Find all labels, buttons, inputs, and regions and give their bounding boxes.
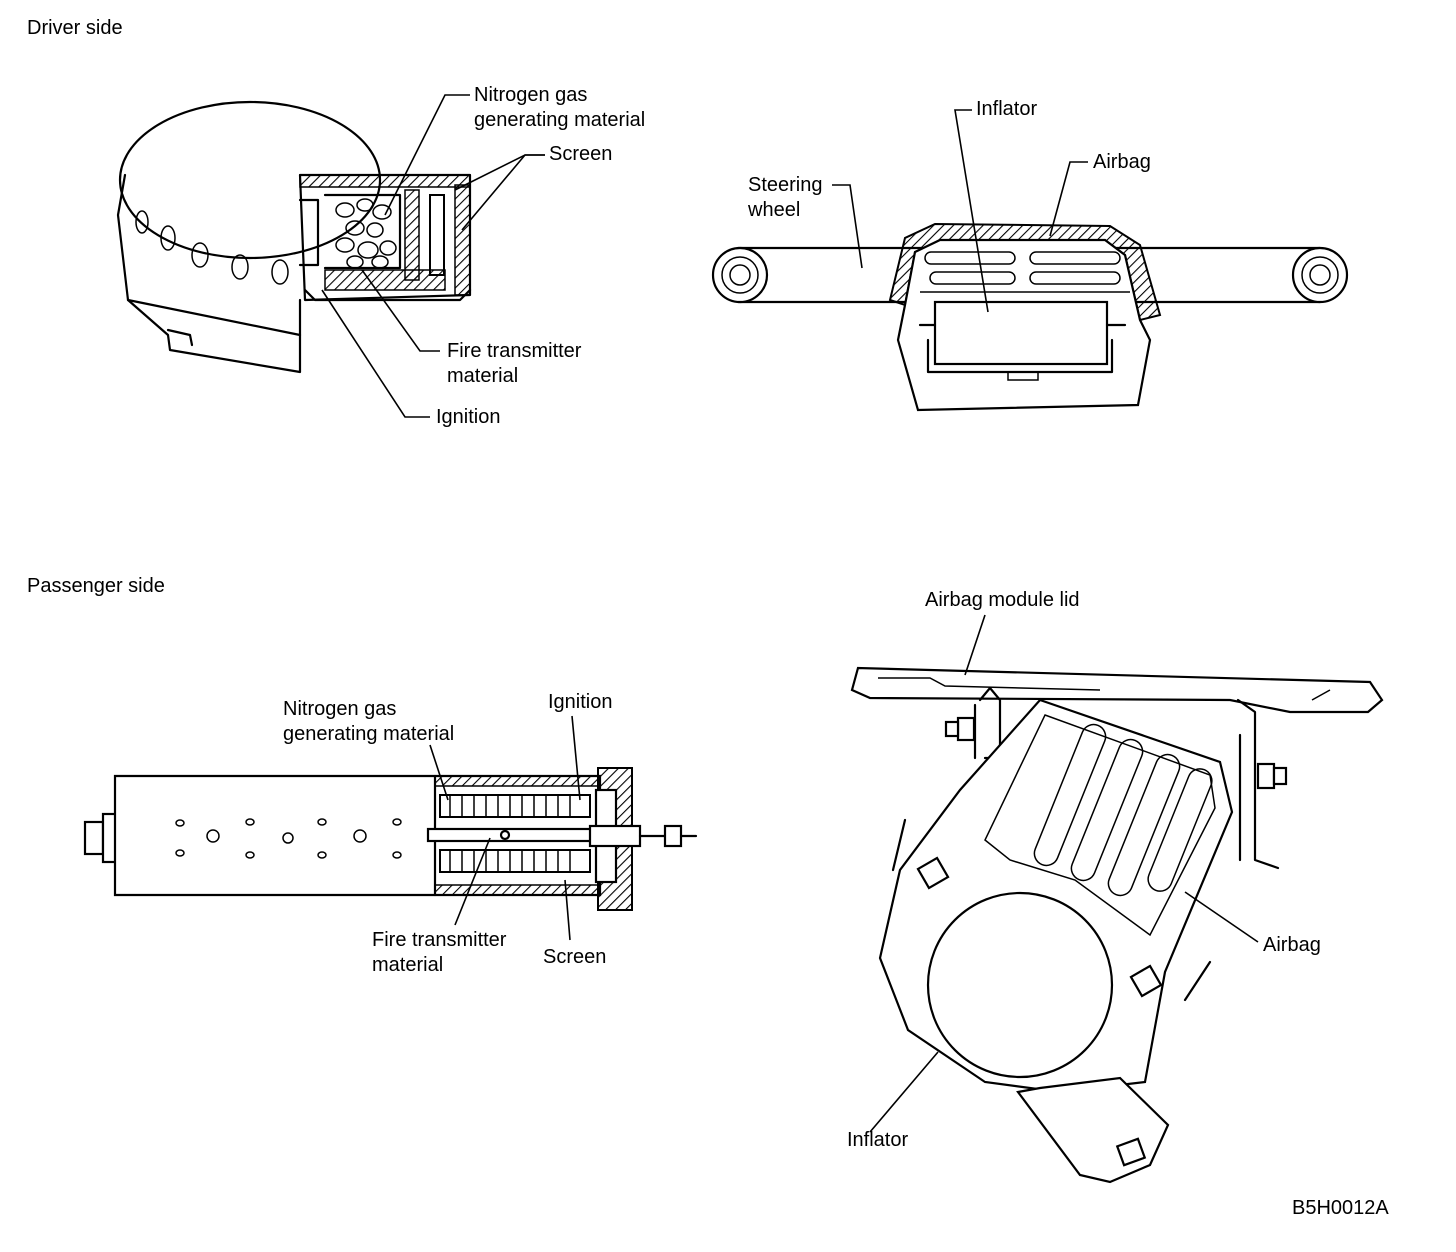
driver-inflator-holes — [135, 210, 289, 285]
passenger-module-leaders — [869, 614, 1259, 1133]
driver-ignition-label: Ignition — [436, 406, 501, 428]
steering-wheel-label: Steering wheel — [748, 174, 823, 221]
driver-inflator-leaders — [321, 94, 545, 418]
passenger-inflator-label: Inflator — [847, 1129, 909, 1151]
driver-inflator-drawing — [116, 100, 472, 374]
passenger-inflator-drawing — [83, 767, 698, 911]
passenger-side-title: Passenger side — [27, 575, 165, 597]
driver-nitrogen-pellets — [335, 198, 397, 269]
driver-module-drawing — [711, 222, 1349, 412]
driver-screen-label: Screen — [549, 143, 613, 165]
passenger-inflator-leaders — [429, 715, 581, 941]
driver-side-title: Driver side — [27, 17, 123, 39]
driver-module-leaders — [832, 109, 1088, 313]
passenger-folded-airbag — [984, 714, 1216, 937]
passenger-screen-label: Screen — [543, 946, 607, 968]
airbag-module-lid-label: Airbag module lid — [925, 589, 1080, 611]
passenger-inflator-holes — [175, 818, 402, 859]
passenger-grain-stack — [449, 795, 571, 872]
driver-airbag-label: Airbag — [1093, 151, 1151, 173]
passenger-module-drawing — [850, 666, 1384, 1184]
driver-folded-airbag — [920, 251, 1130, 293]
driver-inflator-label: Inflator — [976, 98, 1038, 120]
passenger-ignition-label: Ignition — [548, 691, 613, 713]
driver-nitrogen-label: Nitrogen gas generating material — [474, 84, 646, 131]
passenger-nitrogen-label: Nitrogen gas generating material — [283, 698, 455, 745]
driver-fire-transmitter-label: Fire transmitter material — [447, 340, 582, 387]
passenger-airbag-label: Airbag — [1263, 934, 1321, 956]
passenger-fire-transmitter-label: Fire transmitter material — [372, 929, 507, 976]
figure-code: B5H0012A — [1292, 1197, 1389, 1219]
